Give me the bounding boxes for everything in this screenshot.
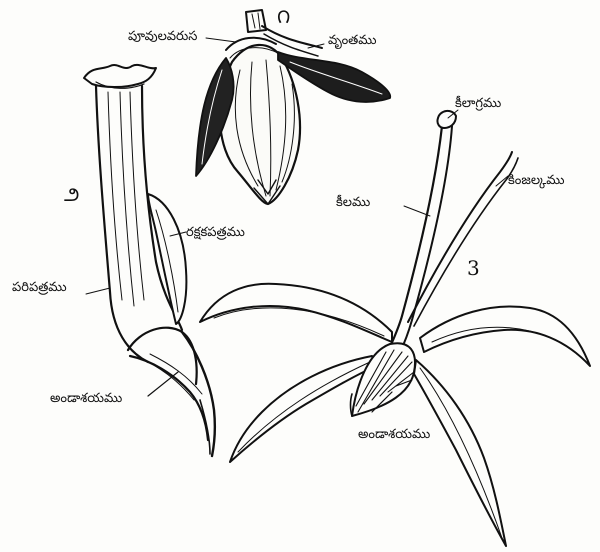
label-style: కీలము	[336, 196, 370, 209]
figure-number-2: ౨	[64, 184, 79, 204]
label-calyx-whorl: పూవులవరుస	[128, 30, 197, 43]
label-bract: రక్షకపత్రము	[186, 226, 245, 239]
figure-number-1: ౧	[277, 6, 290, 26]
label-stigma: కీలాగ్రము	[455, 97, 501, 110]
label-perianth: పరిపత్రము	[12, 281, 67, 294]
label-stamen: కింజల్కము	[508, 174, 565, 187]
label-ovary-left: అండాశయము	[50, 392, 122, 405]
label-ovary-right: అండాశయము	[358, 428, 430, 441]
label-pedicel: వృంతము	[328, 34, 377, 47]
figure-number-3: 3	[467, 258, 480, 278]
